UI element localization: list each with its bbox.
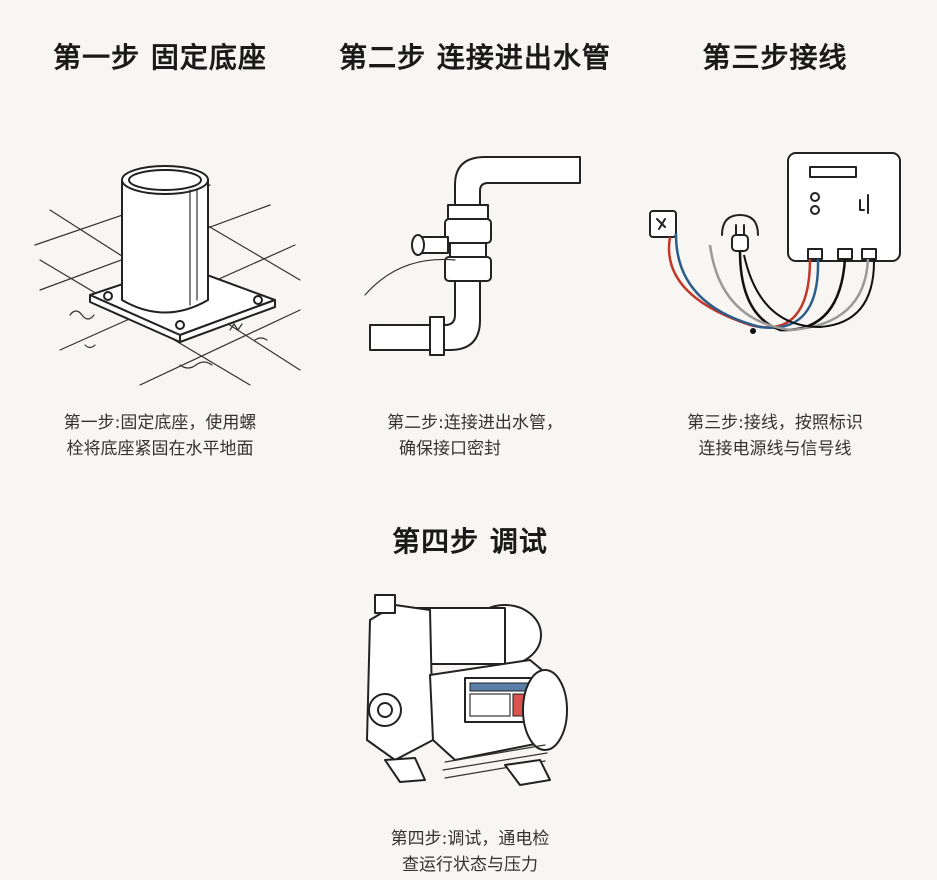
step3-caption: 第三步:接线，按照标识 连接电源线与信号线 <box>650 410 900 462</box>
step2-title: 第二步 连接进出水管 <box>330 36 620 76</box>
pump-illustration <box>355 590 585 800</box>
step3-caption-line2: 连接电源线与信号线 <box>650 436 900 462</box>
step4-caption-line1: 第四步:调试，通电检 <box>345 826 595 852</box>
wiring-illustration <box>640 145 910 355</box>
step4-caption-line2: 查运行状态与压力 <box>345 852 595 878</box>
water-pipe-illustration <box>360 145 590 365</box>
step2-caption-line1: 第二步:连接进出水管， <box>335 410 615 436</box>
step1-title: 第一步 固定底座 <box>35 36 285 76</box>
step3-title: 第三步接线 <box>665 36 885 76</box>
step4-caption: 第四步:调试，通电检 查运行状态与压力 <box>345 826 595 878</box>
step2-caption-line2: 确保接口密封 <box>335 436 565 462</box>
base-mount-illustration <box>30 150 310 390</box>
step1-caption-line2: 栓将底座紧固在水平地面 <box>25 436 295 462</box>
step2-caption: 第二步:连接进出水管， 确保接口密封 <box>335 410 615 462</box>
step1-caption: 第一步:固定底座，使用螺 栓将底座紧固在水平地面 <box>25 410 295 462</box>
step4-title: 第四步 调试 <box>350 520 590 560</box>
step3-caption-line1: 第三步:接线，按照标识 <box>650 410 900 436</box>
step1-caption-line1: 第一步:固定底座，使用螺 <box>25 410 295 436</box>
